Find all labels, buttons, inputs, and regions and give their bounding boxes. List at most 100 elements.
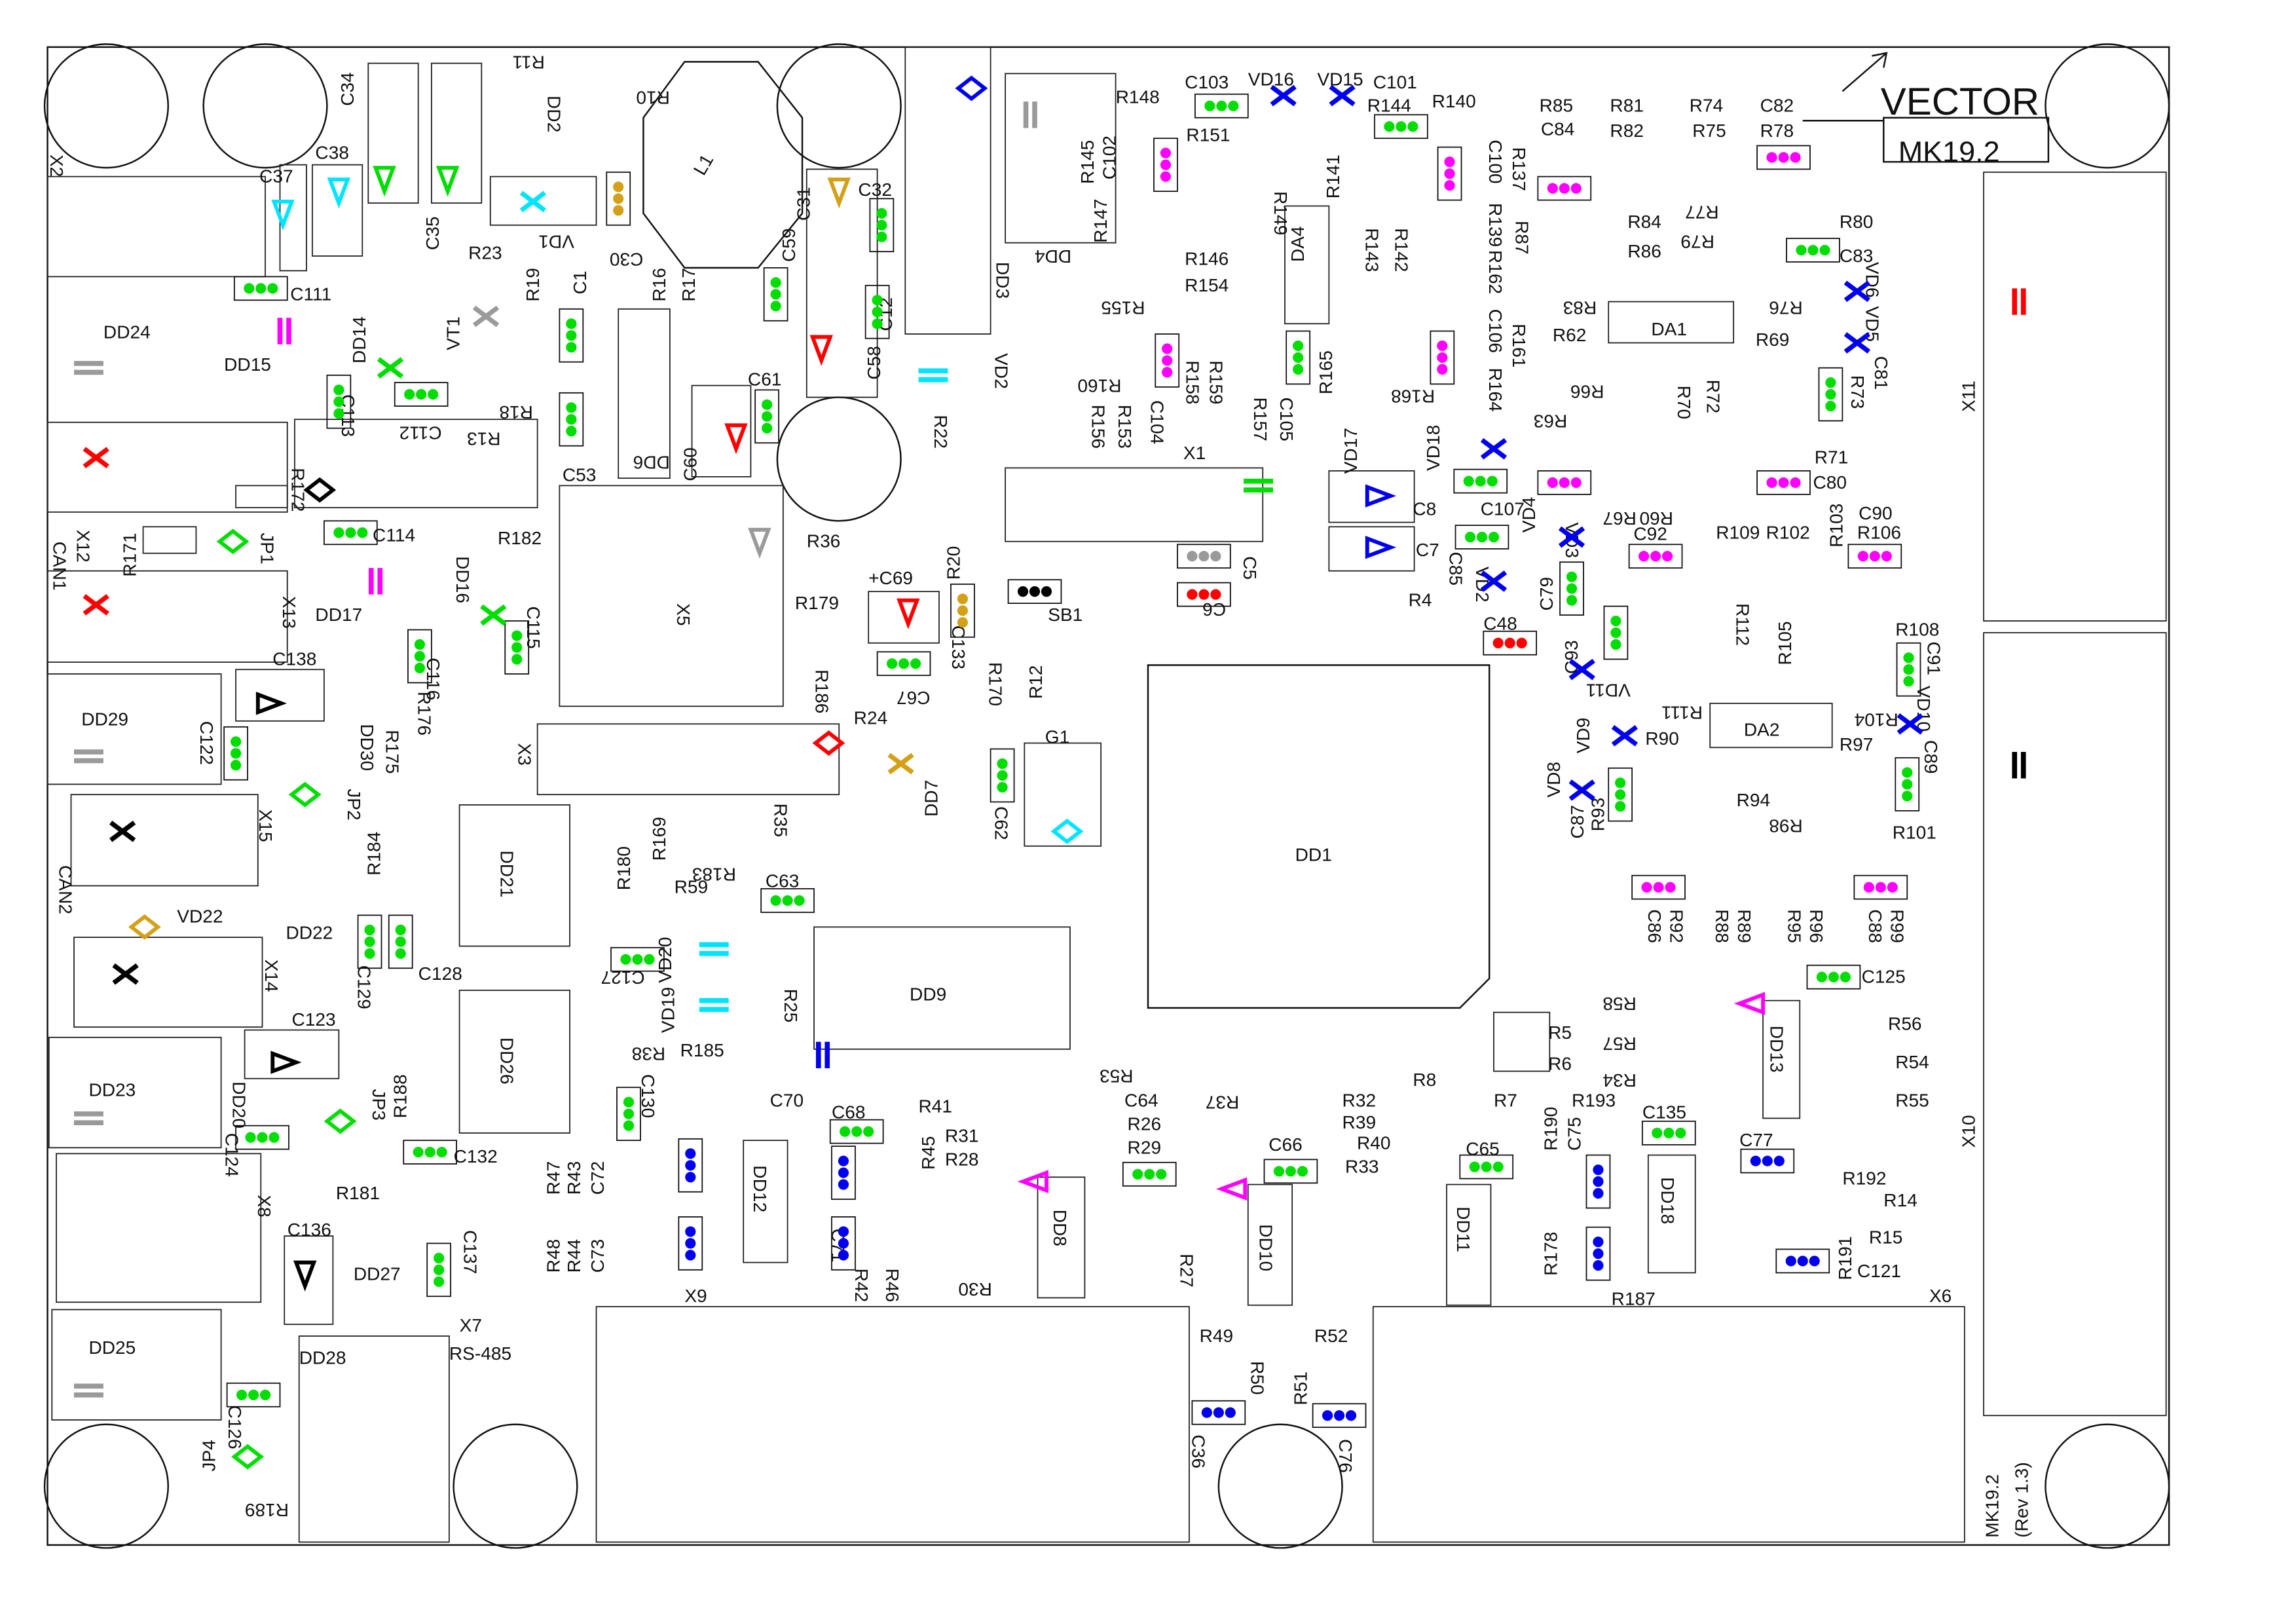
double-bar-icon: [918, 368, 948, 382]
component-label: VD11: [1586, 681, 1631, 701]
component-label: C121: [1857, 1261, 1901, 1281]
component-label: R144: [1367, 96, 1411, 116]
component-label: R180: [614, 846, 634, 890]
component-label: RS-485: [449, 1343, 511, 1364]
component-label: R70: [1674, 386, 1694, 420]
pad-dots-icon: [763, 267, 788, 322]
g1-buzzer: [1024, 742, 1102, 847]
component-label: R178: [1541, 1232, 1561, 1276]
pad-dots-icon: [1194, 93, 1249, 119]
component-label: VD19: [658, 987, 678, 1033]
component-label: R102: [1766, 522, 1810, 542]
component-label: C80: [1813, 472, 1847, 493]
component-label: R57: [1602, 1034, 1637, 1054]
mounting-hole: [776, 396, 902, 522]
component-label: C35: [422, 216, 443, 250]
component-label: VD17: [1341, 428, 1361, 474]
component-label: X3: [514, 743, 534, 766]
pad-dots-icon: [326, 374, 352, 429]
component-label: C129: [354, 965, 375, 1009]
pad-dots-icon: [1155, 333, 1180, 388]
component-label: C75: [1565, 1117, 1585, 1151]
component-label: VD4: [1519, 497, 1539, 533]
pad-dots-icon: [1818, 367, 1843, 422]
component-label: C32: [858, 179, 892, 200]
component-label: C53: [563, 465, 597, 485]
component-label: C122: [196, 721, 217, 765]
pad-dots-icon: [1453, 468, 1508, 494]
component-label: R95: [1784, 909, 1804, 943]
component-label: C85: [1446, 551, 1466, 586]
component-label: DD13: [1766, 1026, 1787, 1073]
pad-dots-icon: [1786, 238, 1840, 263]
component-label: C87: [1567, 805, 1587, 839]
component-label: R183: [692, 864, 736, 884]
dd25-module: [51, 1309, 222, 1421]
double-bar-icon: [815, 1041, 830, 1069]
component-label: C67: [897, 688, 931, 708]
component-label: R13: [467, 429, 501, 449]
component-label: C34: [337, 72, 358, 106]
component-label: C58: [864, 346, 884, 380]
component-label: DD12: [750, 1165, 770, 1212]
pad-dots-icon: [407, 629, 432, 684]
cross-marker-icon: [887, 753, 914, 775]
component-label: R59: [675, 877, 709, 897]
component-label: R25: [781, 989, 801, 1023]
pad-dots-icon: [235, 1125, 289, 1150]
pad-dots-icon: [394, 382, 449, 407]
component-label: DD17: [315, 605, 362, 625]
component-label: C38: [315, 143, 349, 163]
component-label: DD6: [633, 452, 670, 472]
component-label: C102: [1100, 136, 1120, 179]
component-label: VD8: [1544, 762, 1564, 798]
component-label: VD20: [655, 937, 675, 982]
component-label: R17: [678, 268, 699, 302]
pad-dots-icon: [1628, 544, 1683, 569]
component-label: R62: [1553, 325, 1587, 345]
diamond-marker-icon: [128, 914, 161, 940]
component-label: DD21: [496, 851, 517, 898]
component-label: C65: [1466, 1139, 1500, 1159]
component-label: R103: [1826, 504, 1846, 548]
cross-marker-icon: [1480, 570, 1508, 592]
cross-marker-icon: [480, 604, 507, 626]
component-label: R157: [1250, 398, 1270, 441]
polarity-triangle-icon: [293, 1260, 317, 1292]
revision-model: MK19.2: [1982, 1474, 2003, 1538]
vd18-diode: [1328, 526, 1415, 572]
component-label: C68: [832, 1102, 866, 1122]
component-label: R106: [1857, 522, 1901, 542]
component-label: VD18: [1423, 425, 1443, 471]
component-label: X13: [279, 596, 299, 629]
pad-dots-icon: [426, 1242, 452, 1297]
c69-capacitor: [868, 591, 940, 644]
component-label: C114: [373, 525, 415, 546]
component-label: R23: [468, 242, 502, 263]
diamond-marker-icon: [231, 1444, 265, 1470]
dd11-chip: [1446, 1184, 1492, 1306]
component-label: DD10: [1256, 1224, 1276, 1271]
component-label: C62: [991, 806, 1011, 840]
component-label: C73: [587, 1239, 608, 1273]
component-label: C136: [287, 1220, 331, 1240]
component-label: C123: [291, 1009, 335, 1030]
component-label: R111: [1661, 702, 1703, 722]
component-label: R94: [1737, 790, 1771, 810]
pad-dots-icon: [616, 1087, 641, 1142]
diamond-marker-icon: [216, 529, 250, 555]
component-label: R151: [1186, 125, 1230, 145]
component-label: R156: [1088, 405, 1109, 449]
component-label: C37: [259, 166, 293, 187]
pad-dots-icon: [1437, 146, 1462, 201]
component-label: C130: [638, 1074, 658, 1118]
component-label: R30: [958, 1279, 992, 1299]
component-label: R12: [1026, 665, 1046, 700]
l1-inductor-footprint: [642, 61, 804, 269]
component-label: R80: [1840, 212, 1874, 232]
component-label: R46: [882, 1269, 902, 1303]
component-label: R191: [1835, 1236, 1855, 1280]
component-label: R193: [1572, 1090, 1616, 1110]
component-label: R45: [918, 1136, 938, 1170]
